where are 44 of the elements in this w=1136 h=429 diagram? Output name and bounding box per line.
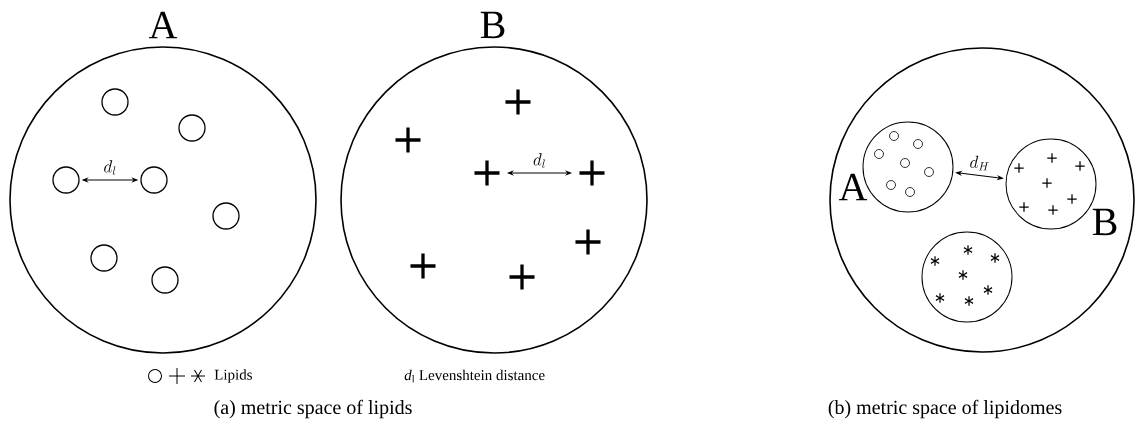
double-arrow <box>956 171 1003 180</box>
symbol: + <box>509 264 535 290</box>
symbol: + <box>575 229 601 255</box>
subcaption: (b) metric space of lipidomes <box>828 399 1062 419</box>
symbol: ∗ <box>930 256 940 266</box>
symbol: ∗ <box>935 293 945 303</box>
circle <box>101 88 129 116</box>
circle <box>52 166 80 194</box>
symbol: + <box>1019 202 1029 212</box>
circle <box>212 202 240 230</box>
symbol: + <box>1014 163 1024 173</box>
circle <box>829 47 1135 353</box>
legend-text: Lipids <box>214 369 252 383</box>
symbol: + <box>395 127 421 153</box>
symbol: ∗ <box>983 285 993 295</box>
circle <box>140 166 168 194</box>
symbol: + <box>474 160 500 186</box>
edge-label: $d_l$ <box>532 152 548 169</box>
double-arrow <box>82 178 138 182</box>
circle <box>151 266 179 294</box>
symbol: ∗ <box>964 296 974 306</box>
symbol: ∗ <box>990 253 1000 263</box>
double-arrow <box>507 171 572 175</box>
symbol: + <box>505 89 531 115</box>
circle <box>90 244 118 272</box>
symbol: ∗ <box>963 245 973 255</box>
circle <box>178 114 206 142</box>
heading: A <box>838 173 868 201</box>
edge-label: $d_l$ <box>102 159 118 176</box>
edge-label: $d_H$ <box>968 154 991 172</box>
symbol: + <box>579 160 605 186</box>
symbol: + <box>1075 161 1085 171</box>
heading: A <box>148 11 178 39</box>
symbol: + <box>410 253 436 279</box>
legend-text: d$_{l}$ Levenshtein distance <box>404 369 545 383</box>
symbol: + <box>1048 205 1058 215</box>
heading: B <box>480 11 505 39</box>
heading: B <box>1092 208 1117 236</box>
circle <box>921 231 1013 323</box>
symbol: + <box>1067 194 1077 204</box>
symbol: + <box>1047 153 1057 163</box>
subcaption: (a) metric space of lipids <box>214 399 412 419</box>
symbol: + <box>1042 178 1052 188</box>
symbol: ∗ <box>958 270 968 280</box>
